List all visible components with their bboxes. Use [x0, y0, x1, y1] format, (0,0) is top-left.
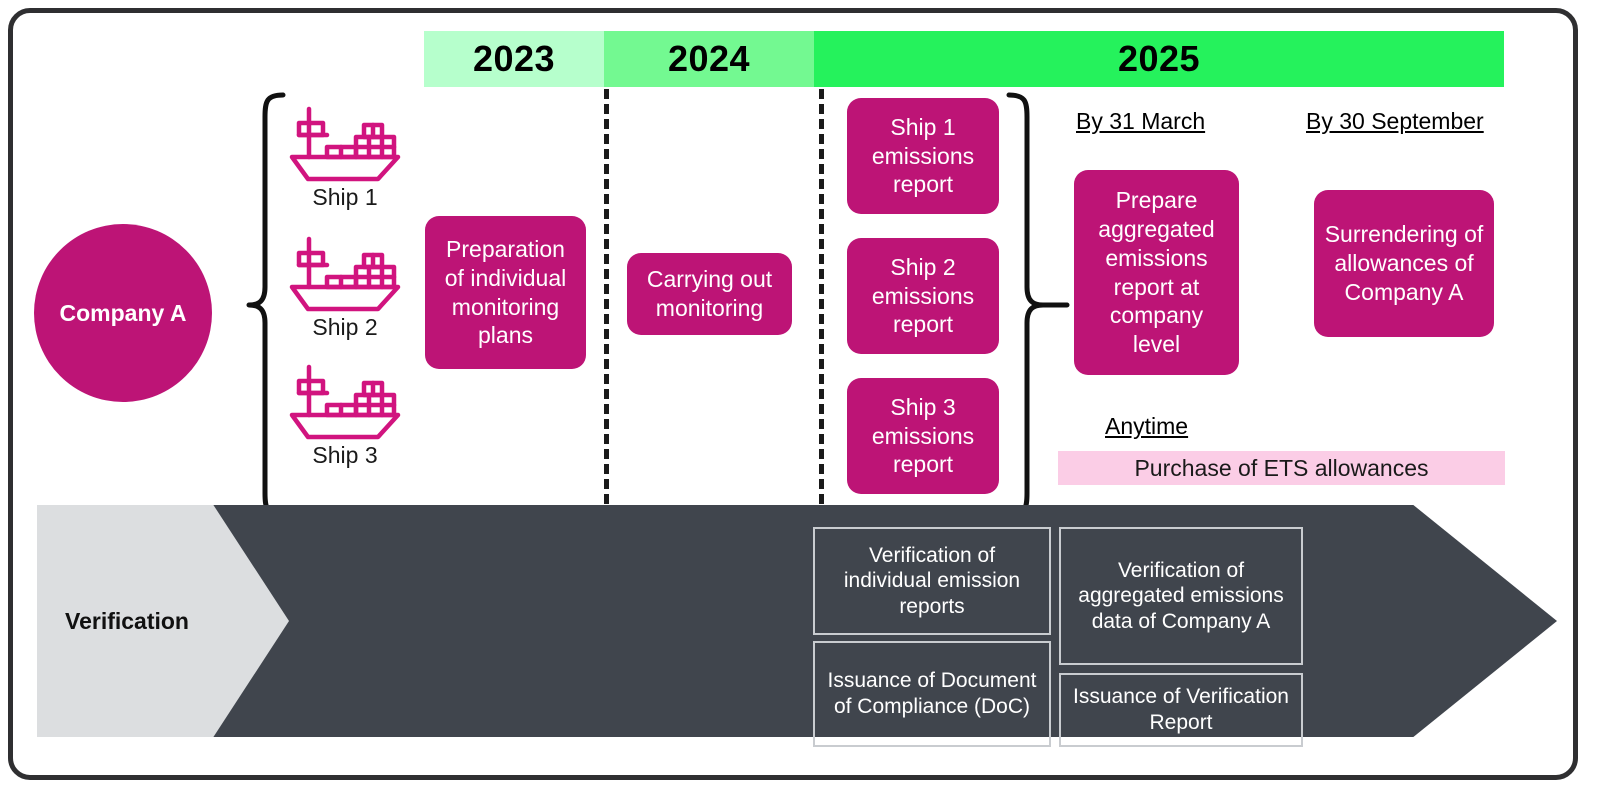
- verification-box-individual-reports: Verification of individual emission repo…: [813, 527, 1051, 635]
- verification-box-label: Issuance of Verification Report: [1073, 685, 1289, 734]
- task-label: Ship 1 emissions report: [871, 113, 975, 198]
- task-label: Prepare aggregated emissions report at c…: [1098, 187, 1215, 357]
- brace-reports-to-aggregated: [1006, 92, 1070, 518]
- deadline-caption-anytime: Anytime: [1105, 413, 1188, 440]
- task-carrying-out-monitoring: Carrying out monitoring: [627, 253, 792, 335]
- task-label: Preparation of individual monitoring pla…: [444, 236, 567, 349]
- ship-icon: [289, 364, 401, 440]
- verification-box-label: Verification of individual emission repo…: [843, 543, 1021, 618]
- company-label: Company A: [59, 299, 187, 326]
- year-header-2024: 2024: [604, 31, 814, 87]
- ets-allowances-band: Purchase of ETS allowances: [1058, 451, 1505, 485]
- ship-item: Ship 3: [280, 363, 410, 469]
- task-surrendering-allowances: Surrendering of allowances of Company A: [1314, 190, 1494, 337]
- diagram-canvas: 2023 2024 2025 Company A: [13, 13, 1573, 775]
- task-ship3-emissions-report: Ship 3 emissions report: [847, 378, 999, 494]
- year-divider-2023-2024: [604, 89, 609, 519]
- year-divider-2024-2025: [819, 89, 824, 519]
- task-ship1-emissions-report: Ship 1 emissions report: [847, 98, 999, 214]
- deadline-label: By 31 March: [1076, 108, 1206, 134]
- task-label: Ship 3 emissions report: [871, 393, 975, 478]
- ship-label: Ship 1: [312, 184, 378, 210]
- company-node: Company A: [34, 224, 212, 402]
- task-label: Carrying out monitoring: [646, 266, 773, 321]
- task-preparation-plans: Preparation of individual monitoring pla…: [425, 216, 586, 369]
- deadline-label: Anytime: [1105, 413, 1189, 439]
- deadline-caption-september: By 30 September: [1306, 108, 1484, 135]
- verification-box-aggregated-data: Verification of aggregated emissions dat…: [1059, 527, 1303, 665]
- ship-item: Ship 1: [280, 105, 410, 211]
- year-header-2025: 2025: [814, 31, 1504, 87]
- deadline-caption-march: By 31 March: [1076, 108, 1205, 135]
- ship-label: Ship 3: [312, 442, 378, 468]
- ship-icon: [289, 236, 401, 312]
- verification-box-doc-issuance: Issuance of Document of Compliance (DoC): [813, 641, 1051, 747]
- verification-box-label: Verification of aggregated emissions dat…: [1078, 558, 1284, 633]
- verification-band: Verification: [37, 505, 1557, 737]
- year-header-2023: 2023: [424, 31, 604, 87]
- year-label-2023: 2023: [472, 38, 556, 79]
- brace-company-to-ships: [246, 92, 286, 518]
- year-label-2024: 2024: [667, 38, 751, 79]
- deadline-label: By 30 September: [1306, 108, 1484, 134]
- ets-allowances-label: Purchase of ETS allowances: [1134, 454, 1429, 481]
- task-aggregated-emissions-report: Prepare aggregated emissions report at c…: [1074, 170, 1239, 375]
- task-ship2-emissions-report: Ship 2 emissions report: [847, 238, 999, 354]
- task-label: Surrendering of allowances of Company A: [1324, 221, 1484, 305]
- verification-arrow-shape: [189, 505, 1557, 737]
- ships-list: Ship 1: [280, 105, 410, 505]
- ship-item: Ship 2: [280, 235, 410, 341]
- task-label: Ship 2 emissions report: [871, 253, 975, 338]
- verification-box-label: Issuance of Document of Compliance (DoC): [827, 669, 1037, 718]
- verification-label: Verification: [65, 607, 189, 634]
- year-label-2025: 2025: [1117, 38, 1201, 79]
- ship-icon: [289, 106, 401, 182]
- ship-label: Ship 2: [312, 314, 378, 340]
- diagram-frame: 2023 2024 2025 Company A: [8, 8, 1578, 780]
- verification-box-report-issuance: Issuance of Verification Report: [1059, 673, 1303, 747]
